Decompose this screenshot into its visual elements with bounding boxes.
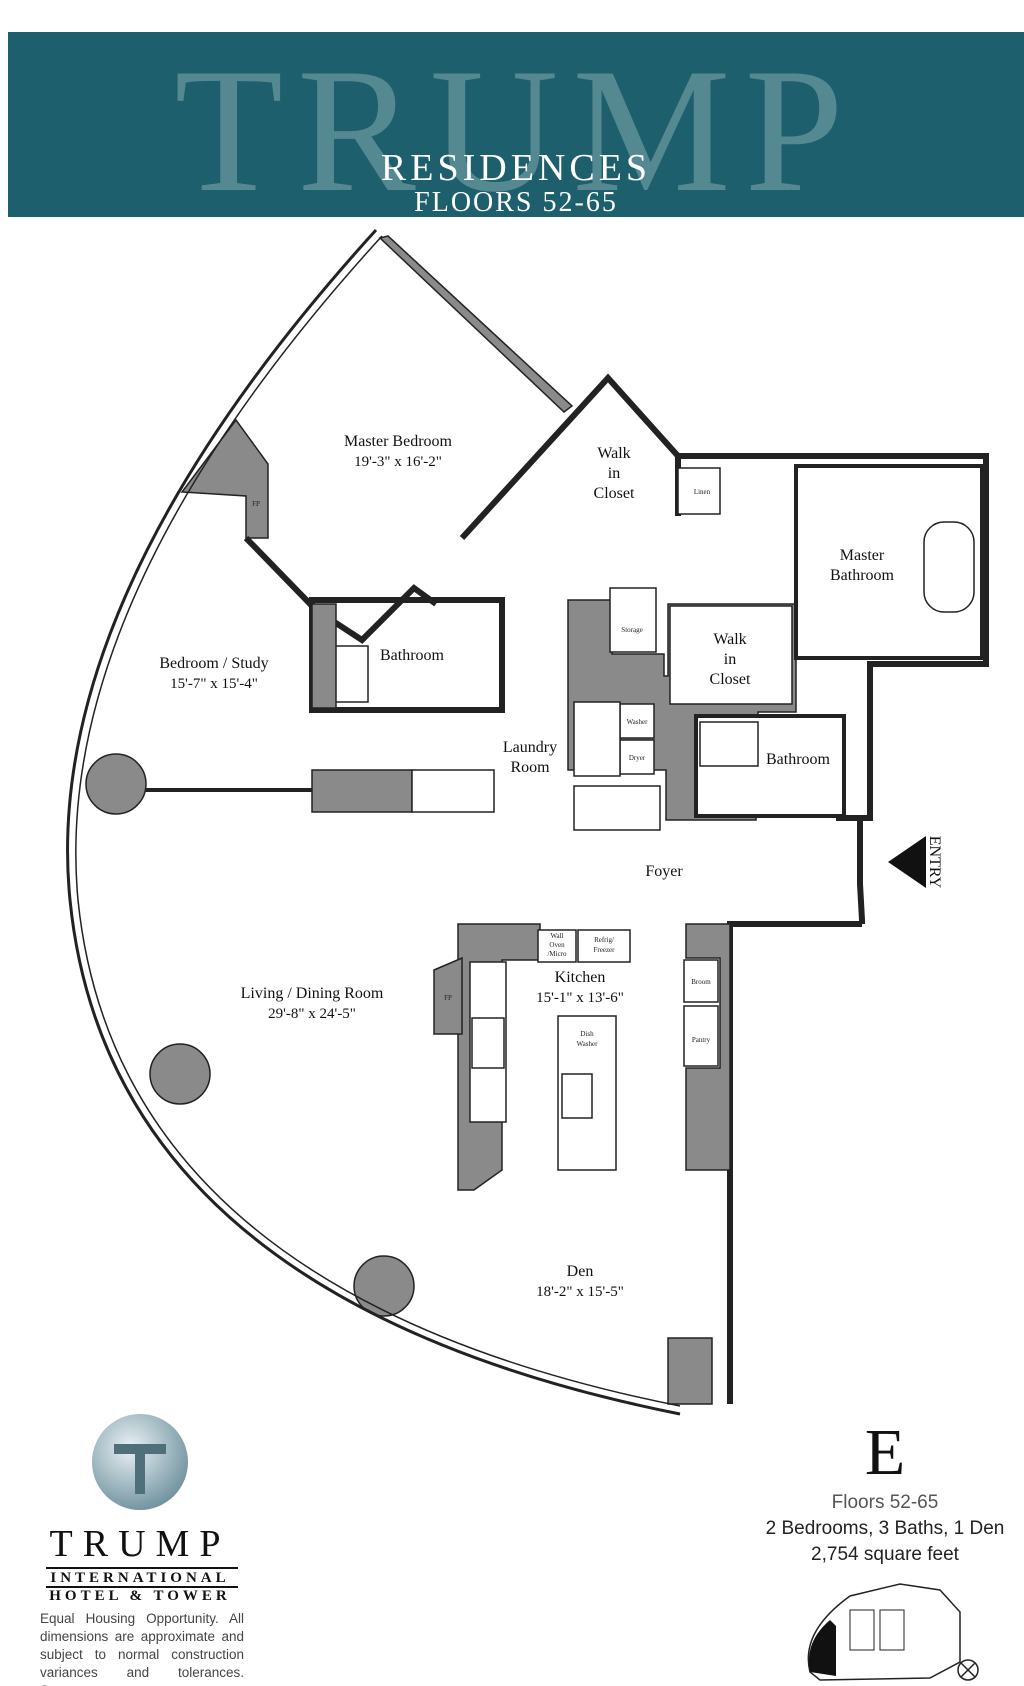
bedroom-study-dims: 15'-7" x 15'-4" bbox=[170, 676, 258, 692]
banner-subtitle: RESIDENCES bbox=[380, 147, 652, 189]
walk-in-closet-2-line2: in bbox=[724, 651, 736, 668]
fireplace-bedroom-label: FP bbox=[252, 500, 260, 508]
walk-in-closet-1-line3: Closet bbox=[594, 485, 635, 502]
wall-bedroom-diagonal bbox=[243, 535, 438, 644]
fireplace-living bbox=[433, 956, 463, 1035]
unit-letter: E bbox=[864, 1416, 906, 1489]
laundry-line2: Room bbox=[510, 759, 550, 776]
master-bathroom-line2: Bathroom bbox=[830, 567, 895, 584]
refrig-line1: Refrig/ bbox=[594, 936, 614, 944]
bedroom-study-label: Bedroom / Study bbox=[159, 655, 268, 672]
curved-exterior-wall bbox=[66, 228, 681, 1416]
floor-plan: Master Bedroom 19'-3" x 16'-2" Walk in C… bbox=[66, 228, 989, 1416]
wall-bath-1 bbox=[311, 603, 337, 709]
wall-oven-line3: /Micro bbox=[547, 950, 567, 958]
column-1 bbox=[85, 753, 147, 815]
key-plan bbox=[807, 1583, 979, 1681]
dish-washer-line1: Dish bbox=[580, 1030, 594, 1038]
bathroom-2-label: Bathroom bbox=[766, 751, 831, 768]
wall-kitchen-top bbox=[727, 921, 862, 1404]
foyer-label: Foyer bbox=[645, 863, 683, 880]
wall-closet-left bbox=[311, 769, 413, 813]
fireplace-living-label: FP bbox=[444, 994, 452, 1002]
broom-closet bbox=[683, 959, 719, 1003]
den-label: Den bbox=[567, 1263, 594, 1280]
living-dining-dims: 29'-8" x 24'-5" bbox=[268, 1006, 356, 1022]
linen-closet bbox=[677, 467, 721, 515]
header-banner: TRUMP RESIDENCES FLOORS 52-65 bbox=[8, 32, 1024, 217]
wall-den-right-block bbox=[667, 1337, 713, 1405]
den-dims: 18'-2" x 15'-5" bbox=[536, 1284, 624, 1300]
kitchen-label: Kitchen bbox=[555, 969, 606, 986]
entry-label: ENTRY bbox=[926, 836, 943, 889]
compass-needle-2 bbox=[960, 1662, 976, 1678]
unit-bedrooms: 2 Bedrooms, 3 Baths, 1 Den bbox=[765, 1518, 1005, 1539]
column-2 bbox=[149, 1043, 211, 1105]
column-3 bbox=[353, 1255, 415, 1317]
living-dining-label: Living / Dining Room bbox=[241, 985, 384, 1002]
bathroom-1-label: Bathroom bbox=[380, 647, 445, 664]
pantry bbox=[683, 1005, 719, 1067]
key-plan-unit-highlight bbox=[808, 1620, 836, 1676]
key-plan-core-1 bbox=[849, 1609, 875, 1651]
wall-oven-line2: Oven bbox=[549, 941, 565, 949]
logo-international: INTERNATIONAL bbox=[50, 1570, 230, 1586]
fireplace-bedroom bbox=[180, 418, 269, 539]
master-bedroom-label: Master Bedroom bbox=[344, 433, 453, 450]
banner-watermark: TRUMP bbox=[174, 32, 858, 217]
dryer-label: Dryer bbox=[629, 754, 646, 762]
master-bathroom-line1: Master bbox=[840, 547, 885, 564]
storage bbox=[609, 587, 657, 653]
walk-in-closet-1-line2: in bbox=[608, 465, 620, 482]
closet-left-doors bbox=[411, 769, 495, 813]
pantry-label: Pantry bbox=[692, 1036, 711, 1044]
bathroom-2-shower bbox=[699, 721, 759, 767]
washer-label: Washer bbox=[627, 718, 648, 726]
dish-washer-line2: Washer bbox=[577, 1040, 598, 1048]
wall-kitchen-right bbox=[685, 923, 731, 1171]
key-plan-core-2 bbox=[879, 1609, 905, 1651]
master-bathtub bbox=[923, 521, 975, 613]
wall-top-diagonal bbox=[378, 235, 574, 413]
unit-area: 2,754 square feet bbox=[811, 1544, 959, 1565]
storage-label: Storage bbox=[621, 626, 642, 634]
wall-oven bbox=[537, 929, 577, 963]
laundry-washer bbox=[619, 703, 655, 739]
logo-wordmark: TRUMP bbox=[49, 1523, 231, 1565]
walk-in-closet-1-line1: Walk bbox=[597, 445, 630, 462]
kitchen-sink bbox=[561, 1073, 593, 1119]
logo-rule-mid bbox=[46, 1586, 238, 1588]
logo-rule-top bbox=[46, 1567, 238, 1569]
walk-in-closet-2 bbox=[669, 605, 793, 705]
closet-laundry-doors bbox=[573, 785, 661, 831]
refrigerator bbox=[577, 929, 631, 963]
logo-hotel-tower: HOTEL & TOWER bbox=[49, 1588, 231, 1604]
laundry-line1: Laundry bbox=[503, 739, 557, 756]
wall-foyer-right bbox=[857, 820, 865, 924]
refrig-line2: Freezer bbox=[594, 946, 616, 954]
unit-floors: Floors 52-65 bbox=[831, 1492, 939, 1513]
wall-top-right bbox=[678, 453, 989, 821]
entry-arrow bbox=[888, 836, 926, 888]
linen-label: Linen bbox=[694, 488, 711, 496]
laundry-floor bbox=[573, 701, 621, 777]
globe-logo-icon bbox=[92, 1414, 188, 1510]
curved-exterior-wall-inner bbox=[75, 235, 681, 1407]
kitchen-dims: 15'-1" x 13'-6" bbox=[536, 990, 624, 1006]
banner-floors: FLOORS 52-65 bbox=[414, 187, 618, 218]
wall-closet-1 bbox=[459, 373, 681, 541]
master-bedroom-dims: 19'-3" x 16'-2" bbox=[354, 454, 442, 470]
disclaimer-text: Equal Housing Opportunity. All dimension… bbox=[40, 1611, 244, 1686]
wall-oven-line1: Wall bbox=[550, 932, 563, 940]
walk-in-closet-2-line1: Walk bbox=[713, 631, 746, 648]
walk-in-closet-2-line3: Closet bbox=[710, 671, 751, 688]
kitchen-cooktop bbox=[471, 1017, 505, 1069]
broom-label: Broom bbox=[691, 978, 711, 986]
